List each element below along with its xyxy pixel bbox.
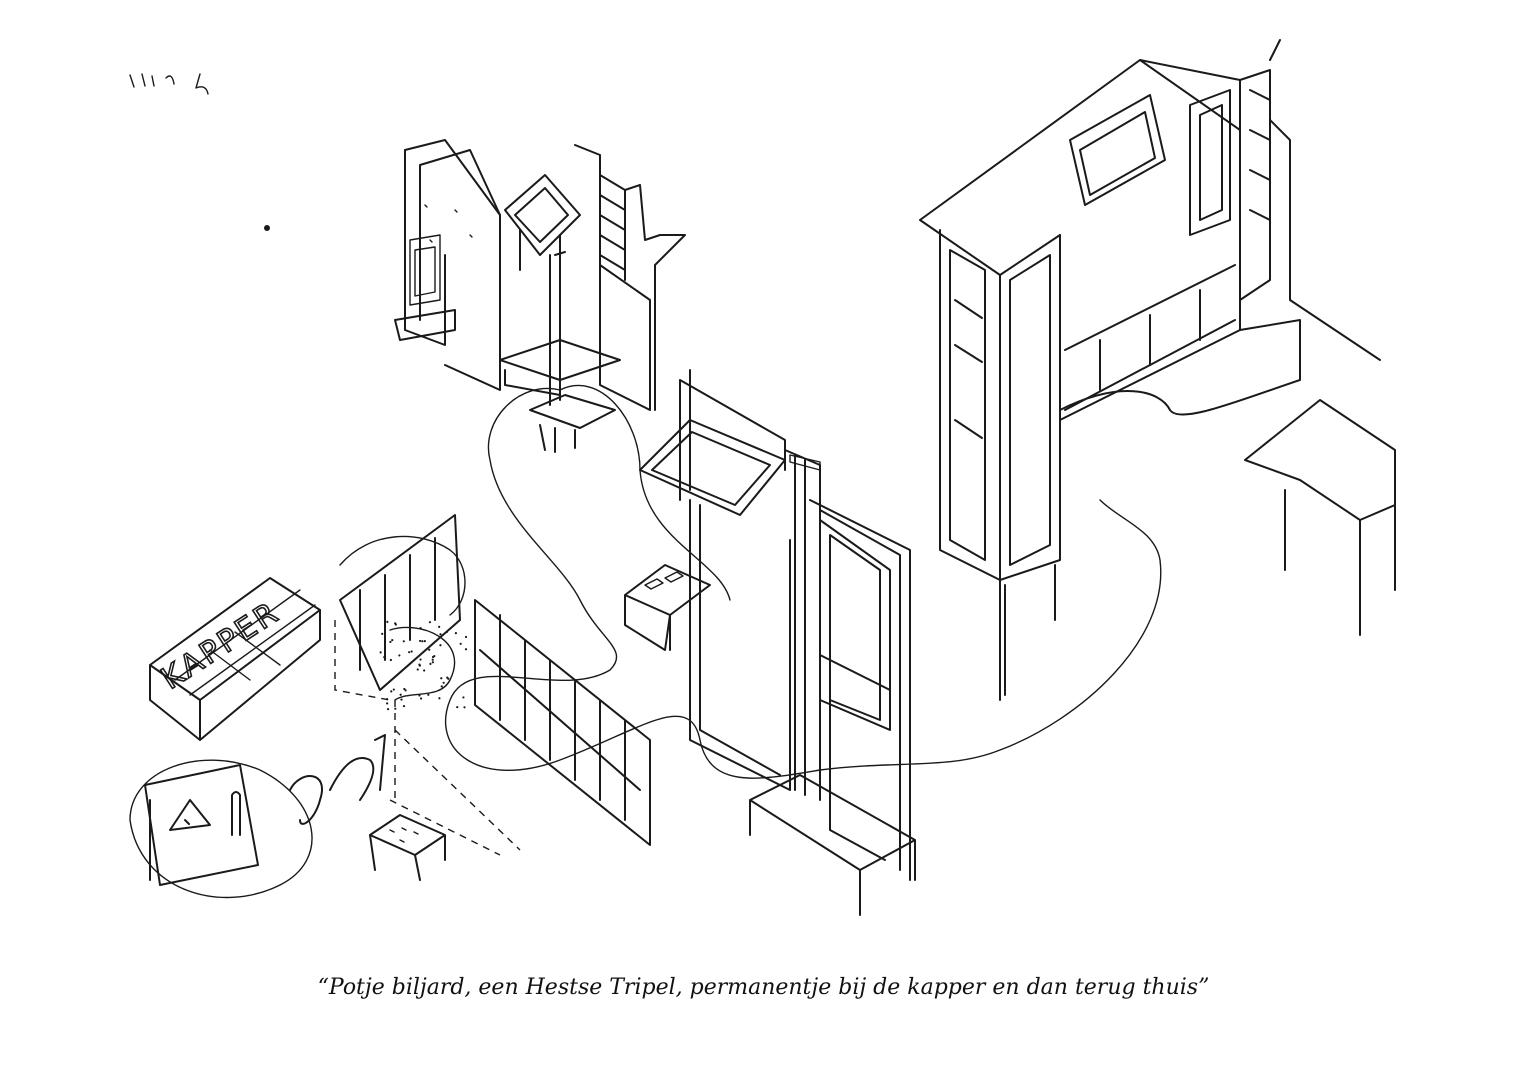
stipple-dot [464, 648, 468, 651]
right-cabinet [919, 39, 1396, 701]
stipple-dot [381, 632, 384, 636]
stipple-dot [394, 622, 397, 625]
stipple-dot [446, 676, 449, 679]
stipple-dot [402, 640, 405, 643]
stipple-dot [442, 681, 445, 684]
central-frame [624, 369, 916, 916]
stipple-dot [386, 702, 389, 705]
stipple-dot [445, 630, 448, 633]
stipple-dot [392, 688, 395, 691]
stipple-dot [398, 654, 401, 657]
isometric-sketch: KAPPER [129, 39, 1396, 916]
stipple-dot [438, 697, 441, 700]
route-line [444, 384, 1162, 779]
stipple-dot [428, 621, 432, 624]
upper-room-sketch [394, 139, 686, 453]
stipple-dot [419, 697, 423, 700]
stipple-dot [403, 687, 406, 691]
stipple-dot [438, 625, 441, 628]
stipple-dot [419, 627, 422, 630]
stipple-dot [419, 639, 422, 643]
stipple-dot [456, 706, 459, 709]
stipple-dot [383, 656, 386, 659]
stipple-dot [423, 640, 426, 643]
stipple-dot [386, 620, 389, 623]
stipple-dot [421, 640, 424, 643]
stipple-dot [408, 651, 411, 654]
stippled-floor [379, 620, 468, 711]
stipple-dot [418, 694, 421, 697]
stipple-dot [402, 704, 406, 708]
stipple-dot [431, 658, 434, 661]
stipple-dot [419, 658, 422, 661]
stipple-dot [433, 655, 436, 658]
stipple-dot [386, 708, 390, 711]
stipple-dot [391, 639, 394, 642]
stipple-dot [463, 706, 466, 709]
kapper-sign: KAPPER [155, 595, 286, 697]
stipple-dot [390, 690, 393, 693]
stipple-dot [454, 632, 457, 635]
kapper-area: KAPPER [129, 514, 651, 899]
stipple-dot [439, 633, 442, 636]
stipple-dot [462, 696, 465, 699]
stipple-dot [418, 663, 421, 666]
stipple-dot [399, 693, 402, 696]
pencil-scribble [129, 73, 270, 231]
stipple-dot [410, 650, 413, 653]
stipple-dot [428, 648, 431, 651]
stipple-dot [429, 662, 432, 665]
stipple-dot [400, 698, 403, 701]
stipple-dot [464, 635, 468, 639]
stipple-dot [427, 693, 430, 696]
stipple-dot [459, 642, 462, 645]
stipple-dot [440, 685, 443, 688]
stipple-dot [379, 651, 382, 654]
stipple-dot [389, 658, 392, 662]
stipple-dot [440, 677, 443, 680]
stipple-dot [439, 644, 442, 647]
stipple-dot [423, 669, 426, 672]
stipple-dot [385, 697, 389, 701]
stipple-dot [389, 640, 392, 644]
stipple-dot [431, 661, 434, 664]
stipple-dot [394, 707, 397, 710]
stipple-dot [416, 668, 419, 671]
caption: “Potje biljard, een Hestse Tripel, perma… [317, 975, 1210, 1000]
